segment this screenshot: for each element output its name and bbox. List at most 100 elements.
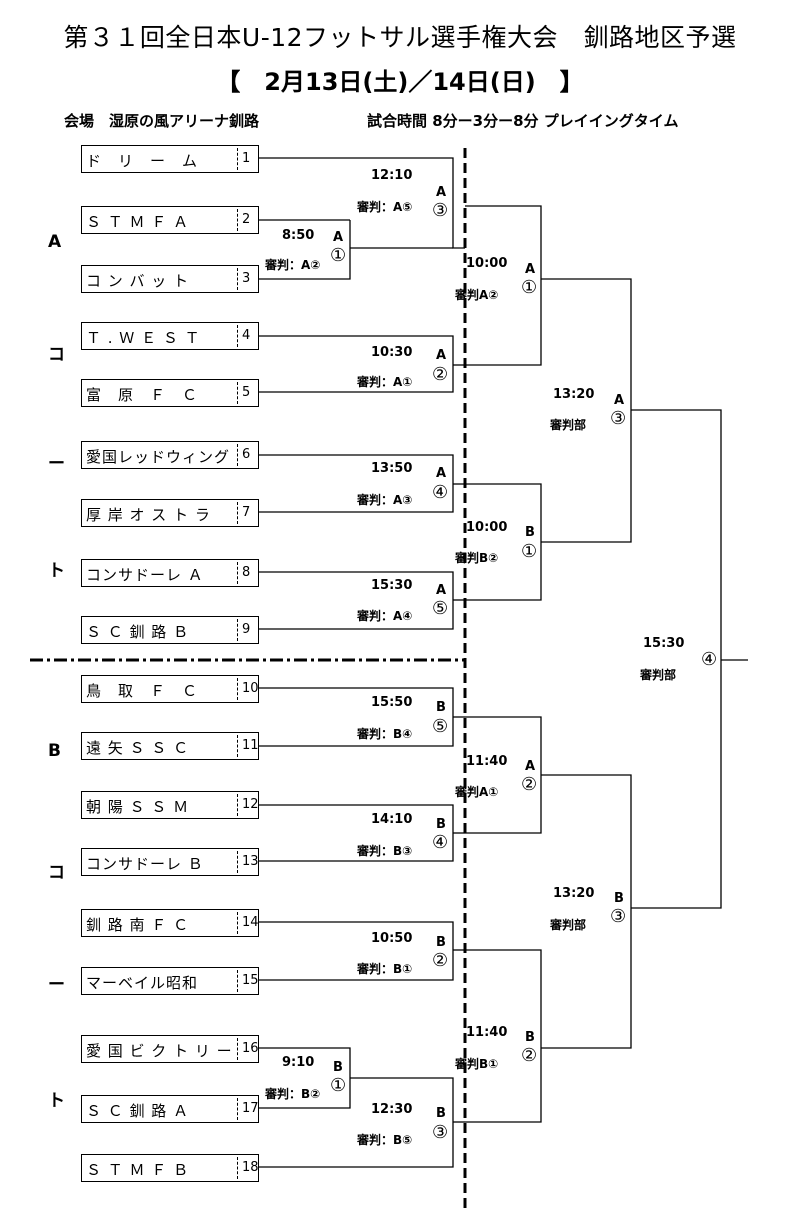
team-name: Ｔ . Ｗ Ｅ Ｓ Ｔ (86, 329, 201, 347)
match-court: A (436, 348, 447, 363)
team-name: コンサドーレ Ａ (86, 566, 204, 584)
team-box: 遠 矢 Ｓ Ｓ Ｃ 11 (81, 732, 259, 760)
team-box: Ｔ . Ｗ Ｅ Ｓ Ｔ 4 (81, 322, 259, 350)
court-b-label-2: コ (48, 863, 65, 883)
separator (237, 502, 238, 524)
team-box: Ｓ Ｃ 釧 路 Ａ 17 (81, 1095, 259, 1123)
match-number: ① (330, 245, 347, 266)
match-time: 14:10 (371, 812, 413, 827)
team-number: 5 (242, 385, 251, 400)
team-name: 釧 路 南 Ｆ Ｃ (86, 916, 190, 934)
match-number: ② (432, 950, 449, 971)
match-referee: 審判：B① (357, 962, 413, 976)
team-box: 朝 陽 Ｓ Ｓ Ｍ 12 (81, 791, 259, 819)
match-time: 13:20 (553, 886, 595, 901)
team-number: 12 (242, 797, 259, 812)
match-number: ② (521, 1045, 538, 1066)
team-number: 14 (242, 915, 259, 930)
match-referee: 審判B① (455, 1057, 499, 1071)
match-time: 15:30 (643, 636, 685, 651)
match-time: 13:50 (371, 461, 413, 476)
team-name: 遠 矢 Ｓ Ｓ Ｃ (86, 739, 190, 757)
match-referee: 審判A① (455, 785, 499, 799)
match-court: B (436, 700, 446, 715)
match-time: 11:40 (466, 754, 508, 769)
team-box: コンサドーレ Ｂ 13 (81, 848, 259, 876)
team-number: 3 (242, 271, 251, 286)
separator (237, 1157, 238, 1179)
separator (237, 851, 238, 873)
team-box: Ｓ Ｃ 釧 路 Ｂ 9 (81, 616, 259, 644)
match-referee: 審判：A② (265, 258, 321, 272)
team-number: 13 (242, 854, 259, 869)
match-referee: 審判：A④ (357, 609, 413, 623)
match-court: A (436, 466, 447, 481)
team-name: コンサドーレ Ｂ (86, 855, 204, 873)
match-time: 15:30 (371, 578, 413, 593)
event-dates: 【 2月13日(土)／14日(日) 】 (216, 68, 584, 96)
court-a-label-4: ト (48, 561, 65, 581)
match-time: 15:50 (371, 695, 413, 710)
team-name: コ ン バ ッ ト (86, 272, 190, 290)
team-name: Ｓ Ｃ 釧 路 Ｂ (86, 623, 190, 641)
team-number: 11 (242, 738, 259, 753)
team-number: 4 (242, 328, 251, 343)
match-court: A (525, 759, 536, 774)
match-number: ④ (701, 649, 718, 670)
match-referee: 審判：A① (357, 375, 413, 389)
separator (237, 912, 238, 934)
separator (237, 444, 238, 466)
separator (237, 148, 238, 170)
court-a-label-3: ー (48, 454, 65, 474)
team-number: 17 (242, 1101, 259, 1116)
match-time: 10:30 (371, 345, 413, 360)
separator (237, 678, 238, 700)
match-number: ① (521, 541, 538, 562)
bracket-line (259, 571, 454, 630)
bracket-line (541, 774, 632, 1049)
match-referee: 審判：A③ (357, 493, 413, 507)
match-referee: 審判：B⑤ (357, 1133, 413, 1147)
team-box: 釧 路 南 Ｆ Ｃ 14 (81, 909, 259, 937)
match-court: B (436, 935, 446, 950)
team-number: 10 (242, 681, 259, 696)
match-referee: 審判部 (550, 918, 587, 932)
bracket-line (259, 220, 351, 280)
court-a-label-2: コ (48, 345, 65, 365)
court-a-label-1: A (48, 232, 62, 252)
bracket-line (259, 335, 454, 393)
team-number: 2 (242, 212, 251, 227)
bracket-line (259, 157, 465, 249)
team-name: Ｓ Ｃ 釧 路 Ａ (86, 1102, 190, 1120)
court-b-label-4: ト (48, 1091, 65, 1111)
match-number: ③ (432, 1122, 449, 1143)
bracket-line (465, 205, 542, 366)
match-time: 12:10 (371, 168, 413, 183)
bracket-line (259, 454, 454, 513)
match-court: B (614, 891, 624, 906)
match-number: ③ (432, 200, 449, 221)
separator (237, 970, 238, 992)
team-number: 18 (242, 1160, 259, 1175)
separator (237, 619, 238, 641)
match-referee: 審判：A⑤ (357, 200, 413, 214)
match-number: ① (330, 1075, 347, 1096)
separator (237, 794, 238, 816)
team-box: コ ン バ ッ ト 3 (81, 265, 259, 293)
match-court: A (525, 262, 536, 277)
match-court: A (333, 230, 344, 245)
match-time: 10:00 (466, 520, 508, 535)
match-number: ④ (432, 482, 449, 503)
team-name: 朝 陽 Ｓ Ｓ Ｍ (86, 798, 190, 816)
separator (237, 1038, 238, 1060)
match-referee: 審判：B④ (357, 727, 413, 741)
team-number: 9 (242, 622, 251, 637)
team-name: マーベイル昭和 (86, 974, 199, 992)
